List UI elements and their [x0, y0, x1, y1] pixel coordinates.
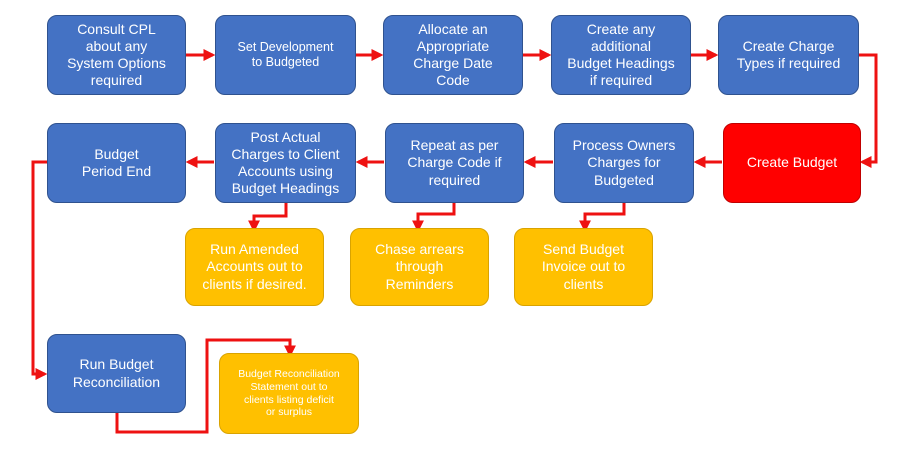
- arrow-process-charges-to-invoice: [579, 203, 626, 233]
- step-run-budget-reconciliation: Run Budget Reconciliation: [47, 334, 186, 413]
- step-create-budget: Create Budget: [723, 123, 861, 203]
- arrow-post-actual-to-amended-accounts: [248, 203, 288, 233]
- step-repeat-per-charge-code: Repeat as per Charge Code if required: [385, 123, 524, 203]
- step-allocate-charge-date: Allocate an Appropriate Charge Date Code: [383, 15, 523, 95]
- step-create-budget-headings: Create any additional Budget Headings if…: [551, 15, 691, 95]
- arrow-reconciliation-to-statement: [115, 338, 296, 434]
- step-consult-cpl: Consult CPL about any System Options req…: [47, 15, 186, 95]
- step-process-owners-charges: Process Owners Charges for Budgeted: [554, 123, 694, 203]
- note-chase-arrears: Chase arrears through Reminders: [350, 228, 489, 306]
- arrow-period-end-to-reconciliation: [31, 160, 48, 380]
- step-budget-period-end: Budget Period End: [47, 123, 186, 203]
- step-set-development: Set Development to Budgeted: [215, 15, 356, 95]
- note-send-budget-invoice: Send Budget Invoice out to clients: [514, 228, 653, 306]
- arrow-repeat-to-chase-arrears: [412, 203, 456, 233]
- note-run-amended-accounts: Run Amended Accounts out to clients if d…: [185, 228, 324, 306]
- note-reconciliation-statement: Budget Reconciliation Statement out to c…: [219, 353, 359, 434]
- arrow-charge-types-to-create-budget: [859, 53, 878, 168]
- step-post-actual-charges: Post Actual Charges to Client Accounts u…: [215, 123, 356, 203]
- step-create-charge-types: Create Charge Types if required: [718, 15, 859, 95]
